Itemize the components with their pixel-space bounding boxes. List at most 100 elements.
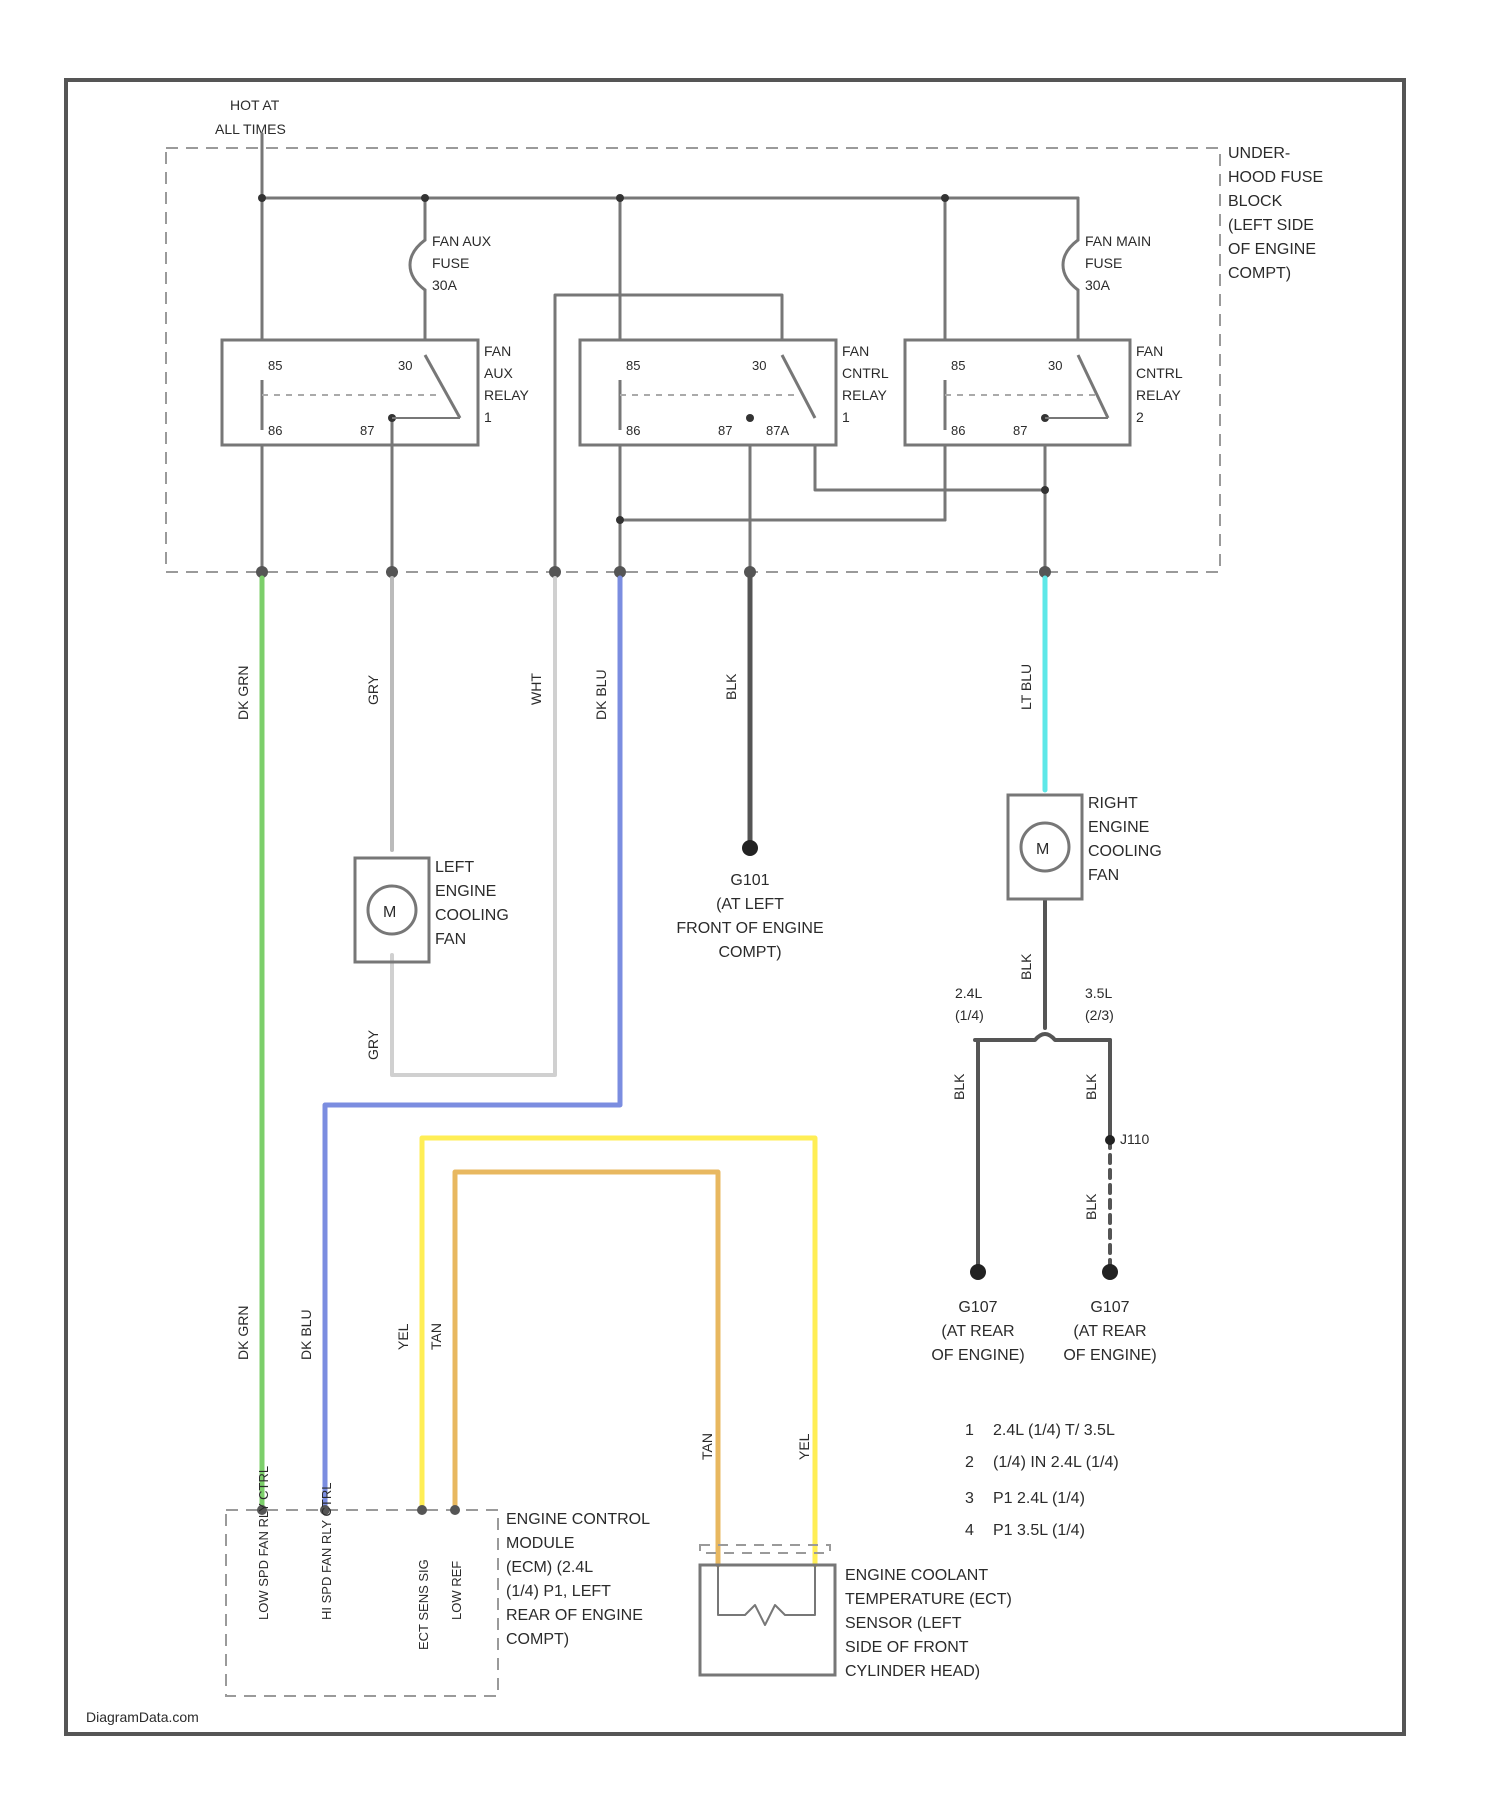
g107-left-label: G107 (AT REAR OF ENGINE) <box>931 1299 1024 1364</box>
fuse-block-label: UNDER- HOOD FUSE BLOCK (LEFT SIDE OF ENG… <box>1228 145 1323 282</box>
svg-text:86: 86 <box>626 423 640 438</box>
wire-codes: DK GRN GRY WHT DK BLU BLK LT BLU GRY BLK… <box>235 664 1099 1460</box>
svg-text:DK GRN: DK GRN <box>235 666 251 720</box>
svg-text:G107: G107 <box>958 1299 997 1316</box>
svg-text:DK GRN: DK GRN <box>235 1306 251 1360</box>
svg-text:WHT: WHT <box>528 673 544 705</box>
svg-text:RELAY: RELAY <box>842 387 888 403</box>
svg-text:1: 1 <box>965 1422 974 1439</box>
svg-text:G101: G101 <box>730 872 769 889</box>
svg-text:FUSE: FUSE <box>1085 255 1122 271</box>
svg-text:TAN: TAN <box>428 1323 444 1350</box>
svg-text:CNTRL: CNTRL <box>842 365 889 381</box>
fan-cntrl-relay-1: 85 30 86 87 87A FAN CNTRL RELAY 1 <box>580 340 889 445</box>
svg-text:CYLINDER HEAD): CYLINDER HEAD) <box>845 1663 980 1680</box>
svg-text:1: 1 <box>842 409 850 425</box>
fan-cntrl-relay-2: 85 30 86 87 FAN CNTRL RELAY 2 <box>905 340 1183 445</box>
wire-tan <box>455 1172 718 1565</box>
svg-text:RELAY: RELAY <box>484 387 530 403</box>
svg-text:3: 3 <box>965 1490 974 1507</box>
svg-text:LEFT: LEFT <box>435 859 474 876</box>
svg-text:G107: G107 <box>1090 1299 1129 1316</box>
notes-legend: 12.4L (1/4) T/ 3.5L 2(1/4) IN 2.4L (1/4)… <box>965 1422 1119 1539</box>
internal-wiring <box>262 134 1078 572</box>
svg-text:BLK: BLK <box>951 1073 967 1100</box>
svg-text:MODULE: MODULE <box>506 1535 574 1552</box>
svg-text:ENGINE: ENGINE <box>1088 819 1149 836</box>
svg-text:(2/3): (2/3) <box>1085 1007 1114 1023</box>
svg-text:ENGINE: ENGINE <box>435 883 496 900</box>
wire-wht <box>392 578 555 1075</box>
svg-text:4: 4 <box>965 1522 974 1539</box>
svg-text:J110: J110 <box>1120 1131 1150 1147</box>
svg-text:DK BLU: DK BLU <box>593 669 609 720</box>
svg-text:COMPT): COMPT) <box>718 944 781 961</box>
svg-text:86: 86 <box>268 423 282 438</box>
svg-text:P1 3.5L (1/4): P1 3.5L (1/4) <box>993 1522 1085 1539</box>
engine-control-module: LOW SPD FAN RLY CTRL HI SPD FAN RLY CTRL… <box>226 1466 650 1696</box>
svg-text:TEMPERATURE (ECT): TEMPERATURE (ECT) <box>845 1591 1012 1608</box>
svg-text:ENGINE CONTROL: ENGINE CONTROL <box>506 1511 650 1528</box>
svg-text:GRY: GRY <box>365 674 381 705</box>
source-label: HOT AT ALL TIMES <box>215 97 286 137</box>
svg-text:OF ENGINE): OF ENGINE) <box>931 1347 1024 1364</box>
engine-variant-labels: 2.4L (1/4) 3.5L (2/3) J110 <box>955 985 1150 1147</box>
svg-text:GRY: GRY <box>365 1029 381 1060</box>
svg-text:85: 85 <box>951 358 965 373</box>
svg-text:(1/4) P1, LEFT: (1/4) P1, LEFT <box>506 1583 611 1600</box>
svg-text:YEL: YEL <box>796 1433 812 1460</box>
svg-text:OF ENGINE): OF ENGINE) <box>1063 1347 1156 1364</box>
svg-text:ECT SENS SIG: ECT SENS SIG <box>416 1559 431 1650</box>
svg-text:OF ENGINE: OF ENGINE <box>1228 241 1316 258</box>
svg-text:FAN: FAN <box>484 343 511 359</box>
fan-main-fuse: FAN MAIN FUSE 30A <box>1063 233 1151 293</box>
svg-text:HOT AT: HOT AT <box>230 97 280 113</box>
svg-text:30A: 30A <box>432 277 458 293</box>
svg-text:30: 30 <box>752 358 766 373</box>
svg-text:RELAY: RELAY <box>1136 387 1182 403</box>
svg-text:(AT REAR: (AT REAR <box>941 1323 1014 1340</box>
svg-text:(1/4) IN 2.4L (1/4): (1/4) IN 2.4L (1/4) <box>993 1454 1119 1471</box>
svg-text:(AT REAR: (AT REAR <box>1073 1323 1146 1340</box>
svg-text:TAN: TAN <box>699 1433 715 1460</box>
svg-text:87: 87 <box>360 423 374 438</box>
svg-text:AUX: AUX <box>484 365 513 381</box>
left-cooling-fan: M LEFT ENGINE COOLING FAN <box>355 858 509 962</box>
svg-text:(LEFT SIDE: (LEFT SIDE <box>1228 217 1314 234</box>
svg-text:REAR OF ENGINE: REAR OF ENGINE <box>506 1607 643 1624</box>
svg-text:CNTRL: CNTRL <box>1136 365 1183 381</box>
svg-text:FAN: FAN <box>842 343 869 359</box>
svg-text:RIGHT: RIGHT <box>1088 795 1138 812</box>
junction-dots <box>258 194 1049 524</box>
svg-text:(AT LEFT: (AT LEFT <box>716 896 784 913</box>
svg-text:UNDER-: UNDER- <box>1228 145 1290 162</box>
svg-text:ENGINE COOLANT: ENGINE COOLANT <box>845 1567 988 1584</box>
g101-label: G101 (AT LEFT FRONT OF ENGINE COMPT) <box>676 872 823 961</box>
svg-text:BLK: BLK <box>1083 1073 1099 1100</box>
svg-text:BLK: BLK <box>1018 953 1034 980</box>
g107-right-label: G107 (AT REAR OF ENGINE) <box>1063 1299 1156 1364</box>
svg-text:FRONT OF ENGINE: FRONT OF ENGINE <box>676 920 823 937</box>
ect-sensor: ENGINE COOLANT TEMPERATURE (ECT) SENSOR … <box>700 1545 1012 1680</box>
svg-text:M: M <box>383 904 396 921</box>
svg-text:COMPT): COMPT) <box>506 1631 569 1648</box>
svg-text:FAN: FAN <box>1088 867 1119 884</box>
svg-text:SENSOR (LEFT: SENSOR (LEFT <box>845 1615 962 1632</box>
svg-text:DK BLU: DK BLU <box>298 1309 314 1360</box>
fan-aux-fuse: FAN AUX FUSE 30A <box>410 233 492 293</box>
fan-aux-relay: 85 30 86 87 FAN AUX RELAY 1 <box>222 340 530 445</box>
right-cooling-fan: M RIGHT ENGINE COOLING FAN <box>1008 795 1162 899</box>
svg-text:3.5L: 3.5L <box>1085 985 1112 1001</box>
svg-text:FAN: FAN <box>435 931 466 948</box>
svg-text:YEL: YEL <box>395 1323 411 1350</box>
svg-text:FAN AUX: FAN AUX <box>432 233 492 249</box>
svg-text:P1 2.4L (1/4): P1 2.4L (1/4) <box>993 1490 1085 1507</box>
svg-text:LOW SPD FAN RLY CTRL: LOW SPD FAN RLY CTRL <box>256 1466 271 1620</box>
svg-text:(1/4): (1/4) <box>955 1007 984 1023</box>
svg-text:COOLING: COOLING <box>435 907 509 924</box>
svg-text:FUSE: FUSE <box>432 255 469 271</box>
svg-text:86: 86 <box>951 423 965 438</box>
svg-text:2: 2 <box>965 1454 974 1471</box>
svg-text:85: 85 <box>268 358 282 373</box>
